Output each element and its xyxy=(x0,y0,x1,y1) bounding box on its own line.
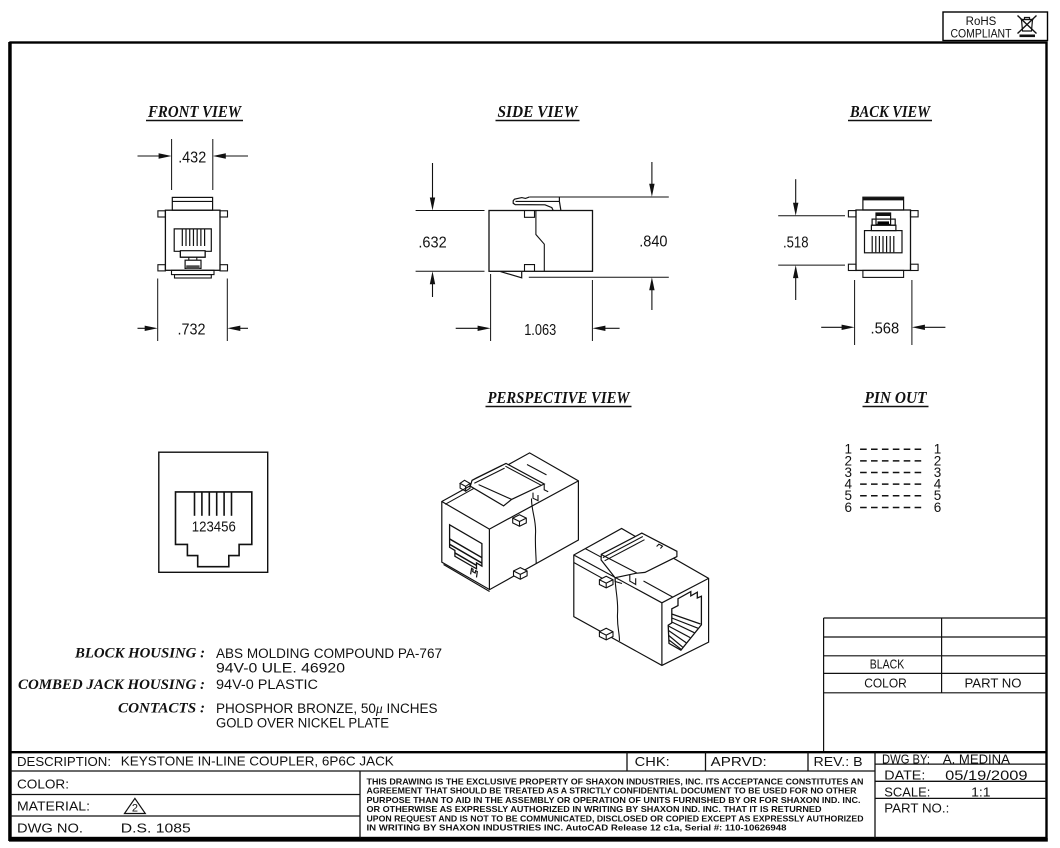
svg-text:PART NO.:: PART NO.: xyxy=(884,802,949,816)
svg-text:CONTACTS :: CONTACTS : xyxy=(118,701,205,717)
svg-text:PHOSPHOR BRONZE, 50μ INCHES: PHOSPHOR BRONZE, 50μ INCHES xyxy=(216,701,438,716)
svg-text:1:1: 1:1 xyxy=(971,785,991,799)
svg-text:94V-0 ULE. 46920: 94V-0 ULE. 46920 xyxy=(216,661,345,676)
svg-text:2: 2 xyxy=(844,453,852,468)
svg-text:1: 1 xyxy=(934,442,942,457)
svg-text:.432: .432 xyxy=(178,149,206,166)
svg-text:UPON REQUEST AND IS NOT TO BE: UPON REQUEST AND IS NOT TO BE COMMUNICAT… xyxy=(367,813,864,823)
svg-text:RoHS: RoHS xyxy=(966,16,997,28)
svg-text:DATE:: DATE: xyxy=(884,769,925,783)
svg-text:PIN OUT: PIN OUT xyxy=(864,388,927,407)
svg-text:DWG BY:: DWG BY: xyxy=(882,753,930,767)
svg-text:5: 5 xyxy=(934,488,942,503)
svg-text:.840: .840 xyxy=(639,233,667,250)
svg-text:AGREEMENT THAT SHOULD BE TREAT: AGREEMENT THAT SHOULD BE TREATED AS A ST… xyxy=(367,786,857,796)
svg-text:1: 1 xyxy=(844,442,852,457)
svg-text:.632: .632 xyxy=(418,235,446,252)
svg-text:3: 3 xyxy=(934,465,942,480)
svg-text:SCALE:: SCALE: xyxy=(884,785,930,799)
svg-text:05/19/2009: 05/19/2009 xyxy=(945,768,1028,783)
svg-text:COMPLIANT: COMPLIANT xyxy=(951,29,1012,41)
svg-text:GOLD OVER NICKEL PLATE: GOLD OVER NICKEL PLATE xyxy=(216,716,389,731)
svg-text:COMBED JACK HOUSING :: COMBED JACK HOUSING : xyxy=(18,677,205,693)
svg-text:A. MEDINA: A. MEDINA xyxy=(943,753,1011,767)
svg-text:CHK:: CHK: xyxy=(635,754,670,769)
svg-text:123456: 123456 xyxy=(192,519,236,536)
svg-text:3: 3 xyxy=(844,465,852,480)
svg-text:BLACK: BLACK xyxy=(870,656,905,671)
svg-text:94V-0 PLASTIC: 94V-0 PLASTIC xyxy=(216,677,318,692)
svg-text:REV.: B: REV.: B xyxy=(814,754,863,769)
svg-text:2: 2 xyxy=(132,803,138,815)
svg-text:PURPOSE THAN TO AID IN THE ASS: PURPOSE THAN TO AID IN THE ASSEMBLY OR O… xyxy=(367,795,861,805)
svg-text:FRONT VIEW: FRONT VIEW xyxy=(147,102,243,121)
svg-text:PART NO: PART NO xyxy=(965,676,1022,691)
svg-text:DESCRIPTION:: DESCRIPTION: xyxy=(17,754,111,769)
svg-text:ABS MOLDING COMPOUND PA-767: ABS MOLDING COMPOUND PA-767 xyxy=(216,646,442,661)
svg-text:BLOCK HOUSING :: BLOCK HOUSING : xyxy=(74,646,205,662)
svg-text:1.063: 1.063 xyxy=(524,322,556,339)
svg-text:COLOR: COLOR xyxy=(864,675,907,690)
svg-text:DWG NO.: DWG NO. xyxy=(17,821,83,836)
svg-text:2: 2 xyxy=(934,453,942,468)
svg-text:MATERIAL:: MATERIAL: xyxy=(17,799,90,814)
svg-text:.518: .518 xyxy=(783,235,809,252)
svg-text:COLOR:: COLOR: xyxy=(17,777,69,792)
svg-text:6: 6 xyxy=(844,500,852,515)
svg-text:4: 4 xyxy=(844,477,852,492)
svg-text:6: 6 xyxy=(934,500,942,515)
svg-text:APRVD:: APRVD: xyxy=(711,754,767,769)
svg-text:PERSPECTIVE VIEW: PERSPECTIVE VIEW xyxy=(487,388,631,407)
svg-text:IN WRITING BY SHAXON INDUSTRIE: IN WRITING BY SHAXON INDUSTRIES INC. Aut… xyxy=(367,823,787,833)
svg-text:OR OTHERWISE AS EXPRESSLY AUTH: OR OTHERWISE AS EXPRESSLY AUTHORIZED IN … xyxy=(367,804,822,814)
svg-text:BACK VIEW: BACK VIEW xyxy=(849,102,931,121)
svg-text:THIS DRAWING IS THE EXCLUSIVE: THIS DRAWING IS THE EXCLUSIVE PROPERTY O… xyxy=(367,777,864,787)
svg-text:.732: .732 xyxy=(178,322,206,339)
svg-text:.568: .568 xyxy=(871,321,900,338)
svg-text:4: 4 xyxy=(934,477,942,492)
svg-text:5: 5 xyxy=(844,488,852,503)
svg-text:D.S. 1085: D.S. 1085 xyxy=(121,821,191,836)
svg-text:KEYSTONE IN-LINE COUPLER, 6P6C: KEYSTONE IN-LINE COUPLER, 6P6C JACK xyxy=(121,754,394,769)
svg-text:SIDE VIEW: SIDE VIEW xyxy=(498,102,580,121)
